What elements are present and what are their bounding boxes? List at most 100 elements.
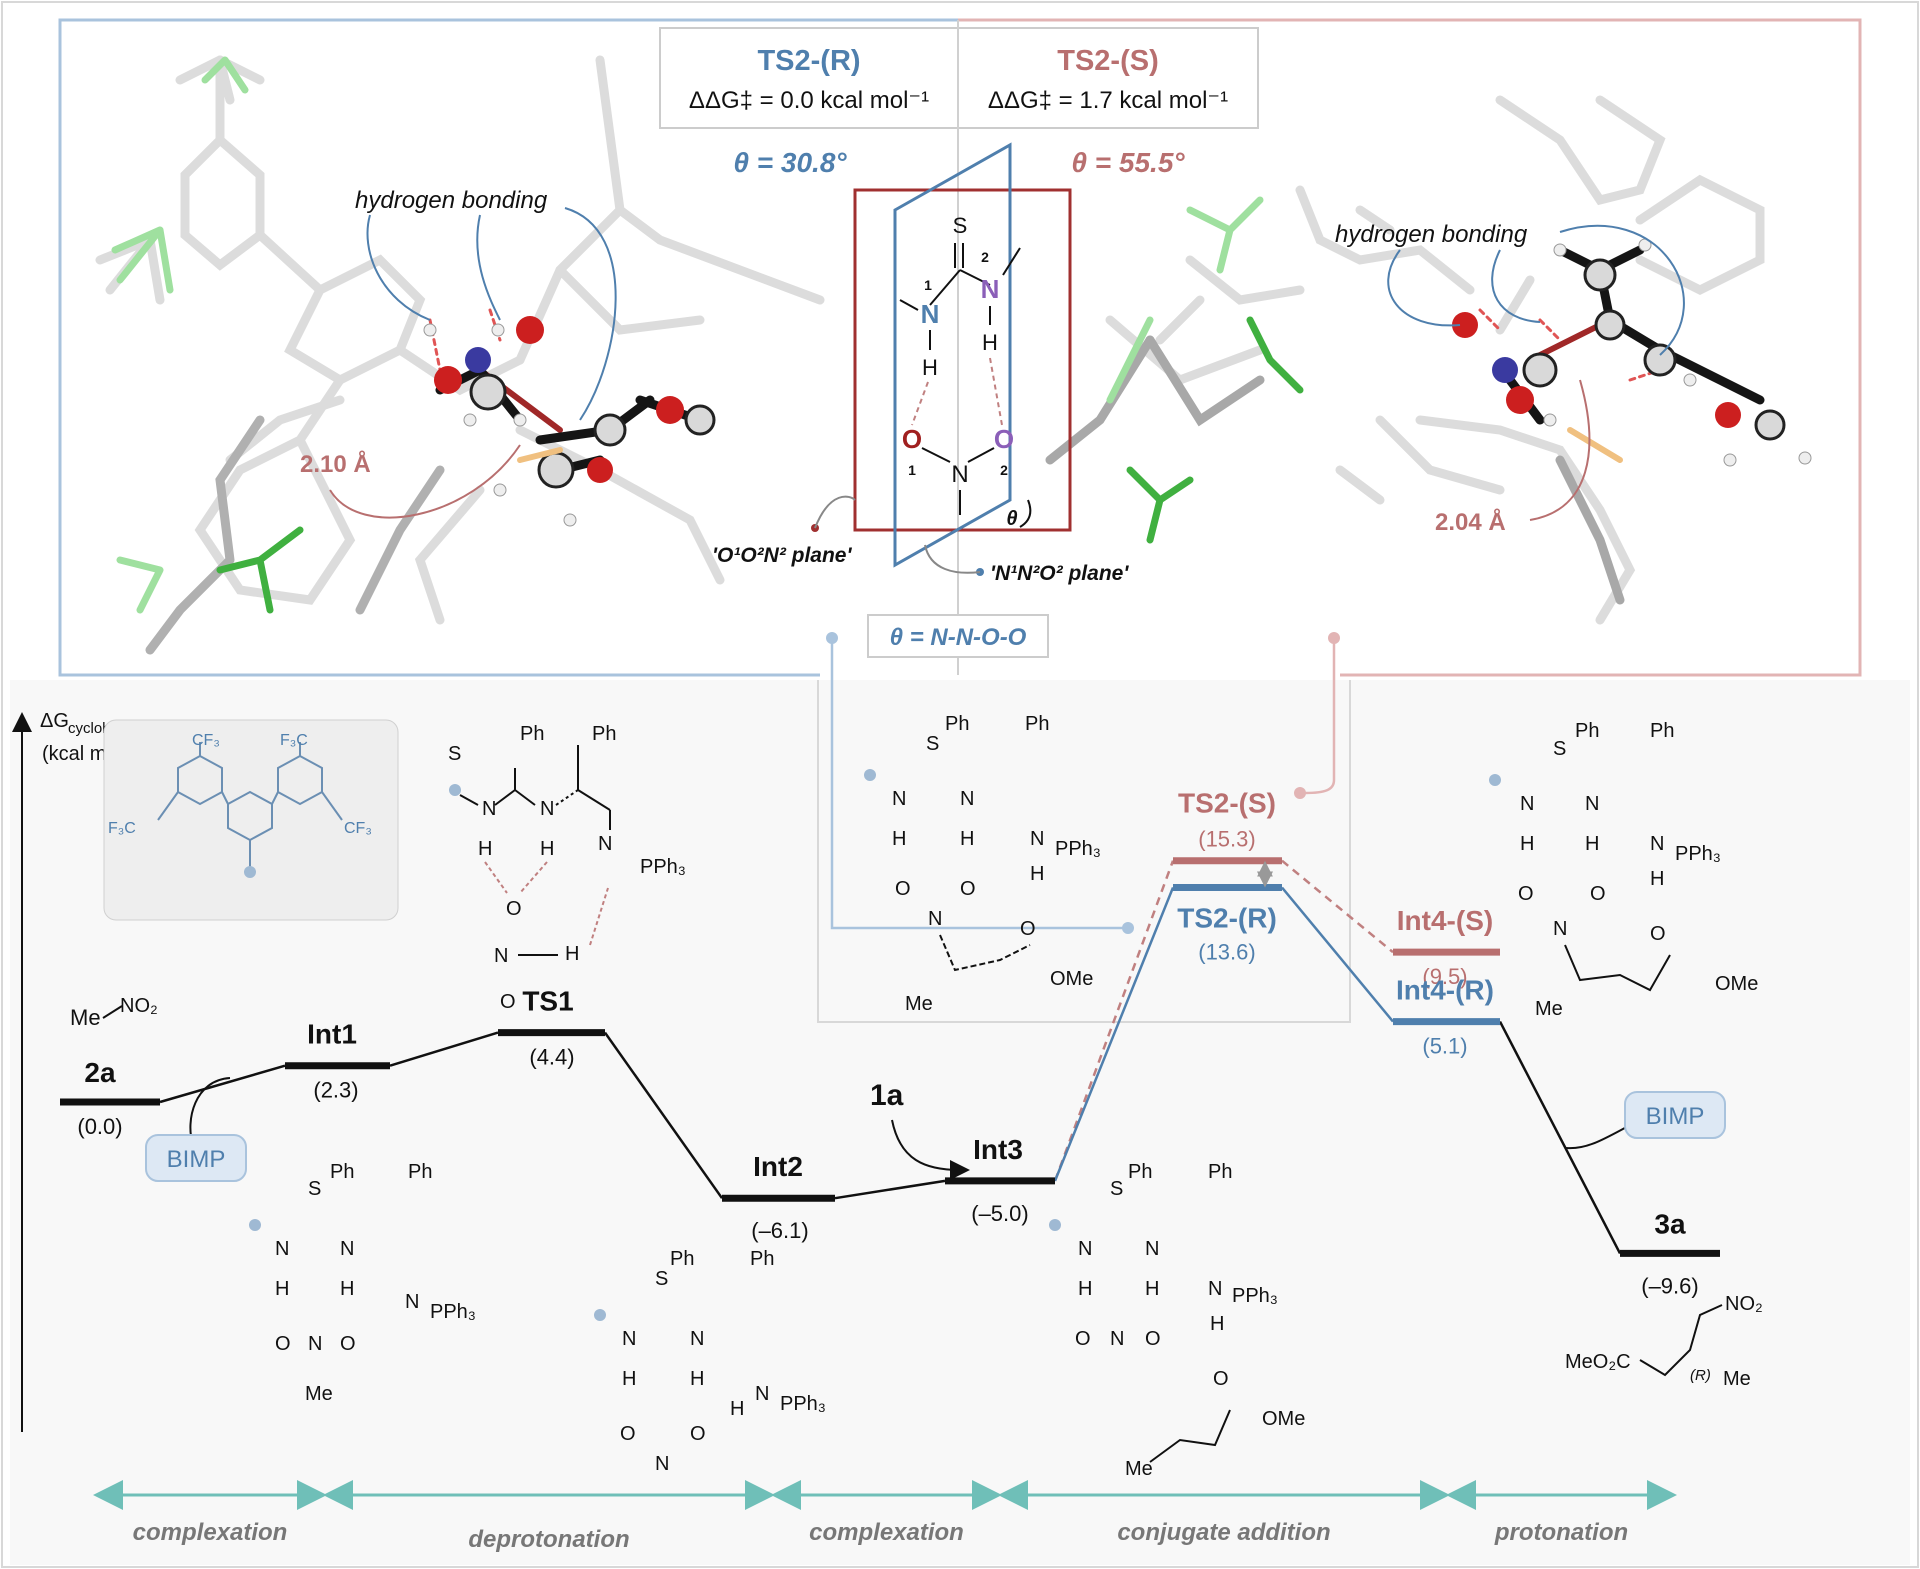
top-panel: TS2-(R) ΔΔG‡ = 0.0 kcal mol⁻¹ TS2-(S) ΔΔ… [58, 18, 1862, 1023]
s5-h2: H [690, 1368, 704, 1390]
s7-r: (R) [1690, 1367, 1711, 1384]
s3-o1: O [1518, 883, 1534, 905]
connector-int2-int3 [834, 1179, 946, 1200]
s2-s: S [926, 733, 939, 755]
s6-h2: H [1145, 1278, 1159, 1300]
ts2r-connector [830, 638, 1125, 930]
dist-left-leader [329, 444, 521, 519]
ts2s-frame [958, 18, 1862, 677]
s3-ph2: Ph [1650, 720, 1674, 742]
ts2s-connector [1304, 638, 1336, 795]
s4-n4: N [308, 1333, 322, 1355]
s6-o2: O [1145, 1328, 1161, 1350]
hbond-leader-left-2 [476, 214, 501, 321]
hbond-label-left: hydrogen bonding [355, 187, 548, 214]
label-int2: Int2 [753, 1151, 803, 1182]
value-ts2s: (15.3) [1198, 827, 1255, 852]
value-3a: (–9.6) [1641, 1273, 1698, 1298]
s4-n2: N [340, 1238, 354, 1260]
bimp-in-label: BIMP [167, 1146, 226, 1173]
bimp-badge-out [1624, 1091, 1726, 1139]
plane-diagram: S N 1 N 2 H H O O 1 2 N θ [712, 142, 1129, 658]
s6-ome: OMe [1262, 1408, 1305, 1430]
value-int4s: (9.5) [1422, 964, 1467, 989]
connector-ts1-int2 [603, 1031, 724, 1199]
cf3-top-left: CF₃ [192, 732, 220, 749]
s6-h3: H [1210, 1313, 1224, 1335]
atom-o2-index: 2 [1000, 462, 1008, 478]
structure-int3: N S N Ph Ph N PPh₃ H H H O O N O OMe Me [1049, 1161, 1305, 1480]
s5-n4: N [655, 1453, 669, 1475]
s3-o2: O [1590, 883, 1606, 905]
hbond-label-right: hydrogen bonding [1335, 221, 1528, 248]
s7-no2: NO₂ [1725, 1293, 1763, 1315]
ts2s-theta: θ = 55.5° [1071, 147, 1185, 178]
connector-ts2r-int4r [1281, 886, 1394, 1023]
label-int3: Int3 [973, 1134, 1023, 1165]
s2-n4: N [928, 908, 942, 930]
reagent-me: Me [70, 1005, 101, 1030]
s2-o3: O [1020, 918, 1036, 940]
label-ts2r: TS2-(R) [1177, 903, 1277, 934]
s1-s: S [448, 743, 461, 765]
s5-o1: O [620, 1423, 636, 1445]
arrow-1a-in [891, 1119, 970, 1180]
stage-label: conjugate addition [1117, 1519, 1330, 1546]
stage-label: protonation [1494, 1519, 1628, 1546]
structure-int1: N S N Ph Ph N PPh₃ H H O N O H [448, 723, 686, 1013]
s4-me: Me [305, 1383, 333, 1405]
atom-n1-index: 1 [924, 277, 932, 293]
cf3-right: CF₃ [344, 820, 372, 837]
connector-int1-ts1 [389, 1031, 499, 1067]
value-ts2r: (13.6) [1198, 940, 1255, 965]
s1-ph1: Ph [520, 723, 544, 745]
s6-h1: H [1078, 1278, 1092, 1300]
energy-profile: 2a(0.0)Int1(2.3)TS1(4.4)Int2(–6.1)Int3(–… [60, 788, 1720, 1298]
f3c-left: F₃C [108, 820, 136, 837]
s2-ome: OMe [1050, 968, 1093, 990]
s7-meo2c: MeO₂C [1565, 1351, 1631, 1373]
s6-o1: O [1075, 1328, 1091, 1350]
ts2r-frame [58, 18, 958, 677]
s6-n2: N [1145, 1238, 1159, 1260]
stage-label: complexation [133, 1519, 288, 1546]
s3-n4: N [1553, 918, 1567, 940]
s6-ph2: Ph [1208, 1161, 1232, 1183]
s6-me: Me [1125, 1458, 1153, 1480]
s5-pph3: PPh₃ [780, 1393, 826, 1415]
bimp-out-label: BIMP [1646, 1103, 1705, 1130]
s2-h1: H [892, 828, 906, 850]
s2-n1: N [892, 788, 906, 810]
plane-o1o2n2-label: 'O¹O²N² plane' [712, 544, 852, 567]
s2-o1: O [895, 878, 911, 900]
value-int3: (–5.0) [971, 1201, 1028, 1226]
structure-int4: N S N Ph Ph N PPh₃ H H H O O N O OMe Me [1489, 720, 1758, 1020]
plane-n1n2o2-label: 'N¹N²O² plane' [990, 562, 1129, 585]
ts2s-3d-model [1045, 95, 1812, 625]
dist-left: 2.10 Å [300, 450, 371, 478]
s4-o1: O [275, 1333, 291, 1355]
s6-n3: N [1208, 1278, 1222, 1300]
label-int4s: Int4-(S) [1397, 905, 1493, 936]
s1-ph2: Ph [592, 723, 616, 745]
structure-int2b: N S N Ph Ph N PPh₃ H H H O O N [594, 1248, 826, 1475]
o1o2n2-plane-box [853, 188, 1072, 532]
ts2r-3d-model [95, 55, 825, 655]
dist-right-leader [1529, 379, 1591, 521]
s1-n1: N [482, 798, 496, 820]
label-2a: 2a [84, 1057, 116, 1088]
s6-ph1: Ph [1128, 1161, 1152, 1183]
s2-n2: N [960, 788, 974, 810]
atom-n: N [951, 461, 968, 488]
s3-n3: N [1650, 833, 1664, 855]
ts2r-title: TS2-(R) [757, 45, 860, 77]
s2-ph1: Ph [945, 713, 969, 735]
s4-s: S [308, 1178, 321, 1200]
dist-right: 2.04 Å [1435, 508, 1506, 536]
theta-symbol: θ [1006, 508, 1017, 530]
s3-h2: H [1585, 833, 1599, 855]
s2-h2: H [960, 828, 974, 850]
s3-n2: N [1585, 793, 1599, 815]
